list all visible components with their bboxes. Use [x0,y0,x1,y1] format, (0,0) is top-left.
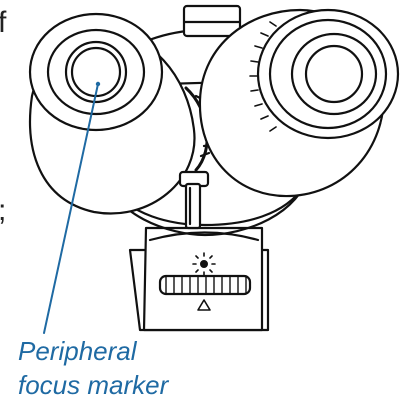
callout-label-line-2: focus marker [18,370,169,400]
diopter-slider [178,170,210,230]
callout-label: Peripheral focus marker [18,334,168,402]
peripheral-focus-marker-ring [64,40,128,104]
right-eyepiece [198,8,400,198]
callout-leader-line [43,83,99,334]
callout-label-line-1: Peripheral [18,336,137,366]
triangle-icon [197,299,211,311]
sun-icon [192,252,216,276]
margin-text-top: f [0,6,7,39]
left-eyepiece [28,12,196,215]
margin-text-middle: ; [0,196,6,226]
control-wheel [158,274,252,296]
